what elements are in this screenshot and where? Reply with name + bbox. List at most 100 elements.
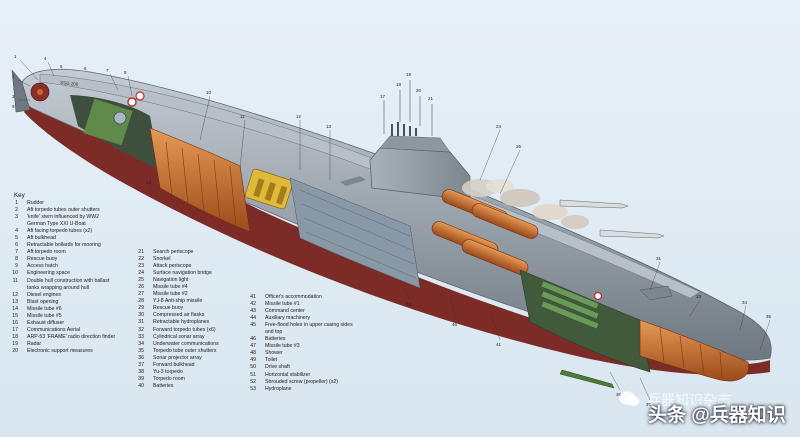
key-title: Key	[14, 192, 25, 199]
key-entry-label: Attack periscope	[153, 263, 192, 270]
callout-number: 13	[326, 124, 332, 129]
callout-number: 3	[12, 94, 15, 99]
key-entry-label: Forward bulkhead	[153, 361, 195, 368]
key-entry-number: 5	[15, 235, 18, 242]
callout-number: 6	[84, 66, 87, 71]
rudder	[11, 69, 31, 113]
key-entry-number: 24	[138, 270, 144, 277]
callout-number: 35	[766, 314, 772, 319]
key-entry-number: 39	[138, 375, 144, 382]
key-entry-label: Missile tube #1	[265, 301, 300, 308]
key-entry-number: 35	[138, 347, 144, 354]
central-compartment	[289, 177, 421, 289]
key-entry: 11 Double hull construction with ballast …	[6, 278, 115, 292]
key-entry-number: 52	[250, 378, 256, 385]
masts	[391, 122, 417, 136]
key-entry-label: ARP-53 'FRAME' radio direction finder	[27, 333, 116, 340]
key-entry-label: Batteries	[265, 336, 286, 343]
key-entry-label: Command center	[265, 308, 305, 315]
key-entry-label: Snorkel	[153, 256, 171, 263]
key-entry-label: 'knife' stern influenced by WW2 German T…	[27, 214, 100, 228]
diesel-engines	[244, 168, 294, 210]
key-entry-label: Forward torpedo tubes (x6)	[153, 326, 216, 333]
key-entry-number: 19	[12, 340, 18, 347]
deck-markers	[135, 91, 603, 301]
key-entry-label: Yu-3 torpedo	[153, 368, 183, 375]
key-entry-label: Rescue buoy	[153, 305, 184, 312]
key-entry-label: Engineering space	[27, 270, 70, 277]
key-entry-label: Double hull construction with ballast ta…	[27, 277, 110, 291]
key-entry-label: Exhaust diffuser	[27, 319, 65, 326]
key-entry: 51 Horizontal stabilizer	[244, 372, 353, 379]
watermark-line-1: 兵器知识杂志	[647, 392, 731, 408]
key-entry-label: Missile tube #2	[153, 291, 188, 298]
key-entry-label: Shower	[265, 350, 283, 357]
key-entry-number: 44	[250, 315, 256, 322]
callout-number: 7	[106, 68, 109, 73]
sonar-dome	[639, 319, 750, 382]
callout-number: 41	[496, 342, 502, 347]
key-entry-label: Drive shaft	[265, 364, 290, 371]
key-entry-number: 46	[250, 336, 256, 343]
key-entry: 10 Engineering space	[6, 270, 115, 277]
callout-number: 34	[742, 300, 748, 305]
key-entry-number: 10	[12, 270, 18, 277]
key-entry-label: Search periscope	[153, 249, 194, 255]
key-entry-number: 27	[138, 291, 144, 298]
key-entry-label: Hydroplane	[265, 385, 292, 392]
key-entry-label: Communications Aerial	[27, 326, 81, 333]
key-entry-number: 48	[250, 350, 256, 357]
key-entry-label: Rudder	[27, 200, 45, 206]
key-entry-label: Aft bulkhead	[27, 235, 56, 242]
key-entry-label: Missile tube #5	[27, 312, 62, 319]
key-entry-number: 40	[138, 382, 144, 389]
callout-number: 8	[124, 70, 127, 75]
key-entry-label: Missile tube #4	[153, 284, 188, 291]
key-entry-number: 7	[15, 249, 18, 256]
key-entry-number: 28	[138, 298, 144, 305]
key-entry-label: Torpedo tube outer shutters	[153, 347, 217, 354]
key-entry-number: 51	[250, 371, 256, 378]
key-entry-number: 47	[250, 343, 256, 350]
callout-number: 11	[240, 114, 245, 119]
key-entry: 32 Forward torpedo tubes (x6)	[132, 327, 219, 334]
key-entry-number: 22	[138, 256, 144, 263]
callout-number: 38	[616, 392, 622, 397]
key-entry-number: 15	[12, 312, 18, 319]
key-entry-label: Shrouded screw (propeller) (x2)	[265, 378, 338, 385]
key-entry-number: 31	[138, 319, 144, 326]
key-entry-label: Retractable bollards for mooring	[27, 242, 101, 249]
callout-number: 4	[44, 56, 47, 61]
key-entry-label: Radar	[27, 340, 42, 347]
key-entry-label: Horizontal stabilizer	[265, 371, 311, 378]
key-entry-number: 11	[12, 277, 18, 284]
callout-number: 26	[516, 144, 522, 149]
callout-number: 43	[406, 302, 412, 307]
key-entry-label: Officer's accommodation	[265, 294, 322, 300]
watermark-line-2: 头条 @兵器知识	[648, 405, 786, 426]
callout-number: 18	[396, 82, 402, 87]
launch-plumes	[462, 179, 589, 229]
key-entry-number: 13	[12, 298, 18, 305]
key-entry-label: Auxiliary machinery	[265, 315, 310, 322]
key-entry-number: 41	[250, 294, 256, 300]
key-entry-number: 26	[138, 284, 144, 291]
key-entry-label: Free-flood holes in upper casing sides a…	[265, 322, 353, 336]
upper-casing	[39, 73, 701, 299]
key-entry-number: 32	[138, 326, 144, 333]
